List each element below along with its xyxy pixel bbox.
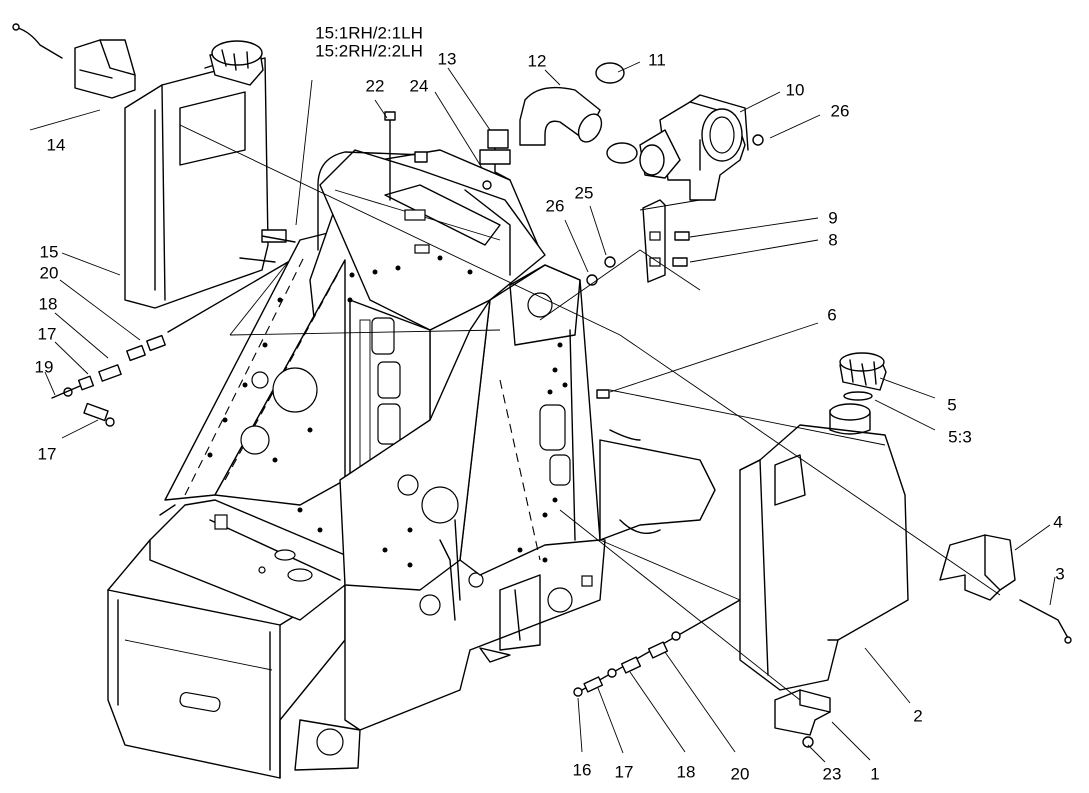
tank-bracket-1 <box>774 689 831 736</box>
callout-23[interactable]: 23 <box>822 764 842 784</box>
nut-25 <box>604 256 616 268</box>
callout-17-left-bottom[interactable]: 17 <box>37 444 57 464</box>
fuel-gauge-rod-right <box>1019 599 1069 639</box>
callout-5[interactable]: 5 <box>947 395 957 415</box>
tank-bracket-4 <box>939 534 1016 601</box>
callout-18-left[interactable]: 18 <box>38 294 58 314</box>
callout-5-3[interactable]: 5:3 <box>948 427 972 447</box>
fuel-gauge-rod-left <box>17 27 63 59</box>
bolt-6 <box>596 389 610 399</box>
air-cleaner <box>639 94 749 283</box>
callout-25[interactable]: 25 <box>574 183 594 203</box>
callout-14[interactable]: 14 <box>46 135 66 155</box>
callout-16[interactable]: 16 <box>572 760 592 780</box>
callout-11[interactable]: 11 <box>648 50 666 70</box>
bolt-23 <box>802 736 814 748</box>
callout-10[interactable]: 10 <box>785 80 805 100</box>
callout-19[interactable]: 19 <box>34 357 54 377</box>
callout-6[interactable]: 6 <box>827 305 837 325</box>
callout-18-right[interactable]: 18 <box>676 762 696 782</box>
callout-15-1rh-2-1lh[interactable]: 15:1RH/2:1LH <box>315 23 423 43</box>
callout-8[interactable]: 8 <box>828 230 838 250</box>
callout-2[interactable]: 2 <box>913 706 923 726</box>
leader-lines <box>29 61 1056 763</box>
fuel-line-left <box>51 261 289 427</box>
callout-4[interactable]: 4 <box>1053 512 1063 532</box>
latch-13 <box>479 129 511 190</box>
fuel-cap-right <box>839 352 887 401</box>
callout-17-left-top[interactable]: 17 <box>37 324 57 344</box>
fuel-line-right <box>573 599 741 697</box>
callout-1[interactable]: 1 <box>870 764 880 784</box>
fuel-tank-right <box>739 403 909 691</box>
callout-9[interactable]: 9 <box>828 208 838 228</box>
callout-20-right[interactable]: 20 <box>730 764 750 784</box>
callout-12[interactable]: 12 <box>527 51 547 71</box>
air-intake-hose <box>519 86 603 146</box>
callout-13[interactable]: 13 <box>437 49 457 69</box>
callout-22[interactable]: 22 <box>365 76 385 96</box>
tank-bracket-14 <box>74 39 136 99</box>
hose-clamp-11 <box>595 62 625 84</box>
callout-20-left[interactable]: 20 <box>39 263 59 283</box>
nut-26-right <box>752 134 764 146</box>
callout-3[interactable]: 3 <box>1055 564 1065 584</box>
bolt-9 <box>674 231 690 241</box>
callout-17-right[interactable]: 17 <box>614 762 634 782</box>
callout-26-left[interactable]: 26 <box>545 196 565 216</box>
fuel-tank-left <box>124 40 296 309</box>
callout-26-right[interactable]: 26 <box>830 101 850 121</box>
main-frame <box>107 149 716 779</box>
callout-24[interactable]: 24 <box>409 76 429 96</box>
bolt-8 <box>672 257 688 267</box>
callout-15[interactable]: 15 <box>39 242 59 262</box>
callout-15-2rh-2-2lh[interactable]: 15:2RH/2:2LH <box>315 41 423 61</box>
hose-clamp-lower <box>606 142 638 164</box>
